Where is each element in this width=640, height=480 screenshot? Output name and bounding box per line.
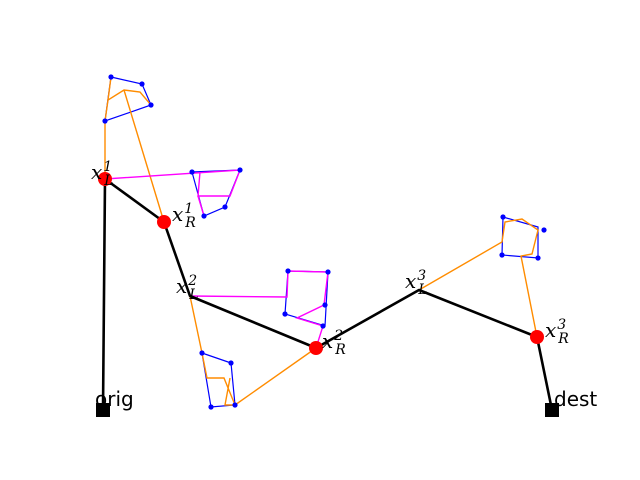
orig-marker <box>96 403 110 417</box>
node-xr2 <box>309 341 323 355</box>
dest-label: dest <box>554 387 597 411</box>
cluster-a <box>102 74 165 223</box>
cluster-c-inner-route <box>189 270 329 349</box>
cluster-b-inner-route <box>197 195 205 217</box>
cluster-c-node <box>285 268 291 274</box>
orig-label: orig <box>95 387 134 411</box>
node-xl1 <box>98 172 112 186</box>
node-xr1 <box>157 215 171 229</box>
cluster-e <box>418 214 547 338</box>
cluster-d-node <box>228 360 234 366</box>
cluster-e-node <box>535 255 541 261</box>
cluster-a-node <box>108 74 114 80</box>
cluster-a-path <box>104 89 152 179</box>
cluster-e-node <box>541 227 547 233</box>
cluster-a-transfer <box>123 89 165 223</box>
cluster-c <box>189 268 331 349</box>
cluster-a-node <box>148 102 154 108</box>
cluster-a-node <box>102 118 108 124</box>
cluster-b-inner-route <box>104 169 242 197</box>
cluster-b-node <box>237 167 243 173</box>
cluster-c-node <box>325 269 331 275</box>
cluster-a-node <box>139 81 145 87</box>
cluster-e-node <box>499 252 505 258</box>
main-route <box>101 177 554 411</box>
cluster-c-node <box>282 311 288 317</box>
cluster-d-node <box>208 404 214 410</box>
cluster-b-node <box>189 169 195 175</box>
cluster-b-node <box>201 213 207 219</box>
cluster-b-node <box>222 204 228 210</box>
cluster-e-path <box>418 218 539 338</box>
cluster-d-transfer <box>234 347 317 406</box>
cluster-d <box>189 295 317 410</box>
cluster-d-node <box>232 402 238 408</box>
cluster-e-node <box>500 214 506 220</box>
cluster-c-node <box>320 323 326 329</box>
node-xr3 <box>530 330 544 344</box>
cluster-b <box>104 167 243 219</box>
cluster-a-path <box>107 76 112 101</box>
cluster-c-node <box>322 302 328 308</box>
dest-marker <box>545 403 559 417</box>
cluster-c-boundary <box>284 270 329 327</box>
cluster-d-node <box>199 350 205 356</box>
